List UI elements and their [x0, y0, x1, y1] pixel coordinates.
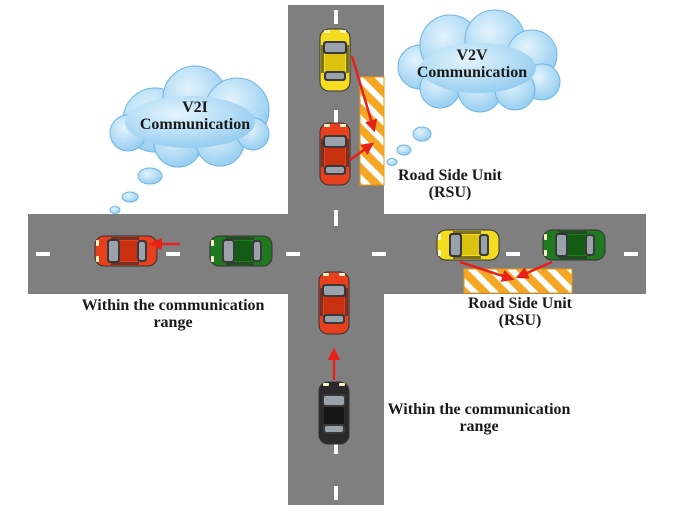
rsu-right-line1: Road Side Unit	[467, 295, 573, 312]
range-bottom-line1: Within the communication	[387, 401, 571, 418]
range-bottom-line2: range	[459, 418, 499, 435]
car-green-east	[542, 229, 606, 261]
arrow-red-to-rsu	[349, 142, 375, 162]
arrow-green-to-rsu-right	[515, 260, 553, 279]
car-red-north	[319, 122, 351, 186]
rsu-top-line1: Road Side Unit	[397, 167, 503, 184]
arrow-yellow-to-rsu	[350, 55, 378, 133]
v2i-subtitle: Communication	[139, 116, 251, 133]
v2i-cloud	[109, 65, 270, 214]
v2v-subtitle: Communication	[416, 64, 528, 81]
v2v-title: V2V	[456, 47, 488, 64]
rsu-top-label: Road Side Unit (RSU)	[385, 167, 515, 201]
v2i-label: V2I Communication	[135, 99, 255, 133]
communication-arrows	[149, 55, 553, 380]
range-bottom-label: Within the communication range	[384, 401, 574, 435]
range-left-line1: Within the communication	[81, 297, 265, 314]
rsu-right-unit	[463, 268, 573, 294]
rsu-top-line2: (RSU)	[428, 184, 472, 201]
car-yellow-east	[436, 229, 500, 261]
v2v-label: V2V Communication	[412, 47, 532, 81]
v2i-title: V2I	[182, 99, 208, 116]
v2v-cloud	[386, 9, 561, 166]
car-red-south	[318, 271, 350, 335]
car-green-west	[209, 235, 273, 267]
rsu-right-label: Road Side Unit (RSU)	[455, 295, 585, 329]
range-left-label: Within the communication range	[78, 297, 268, 331]
rsu-right-line2: (RSU)	[498, 312, 542, 329]
car-yellow-north	[319, 28, 351, 92]
car-black-south	[318, 381, 350, 445]
arrow-yellow-to-rsu-right	[459, 260, 515, 282]
range-left-line2: range	[153, 314, 193, 331]
car-red-west	[94, 235, 158, 267]
